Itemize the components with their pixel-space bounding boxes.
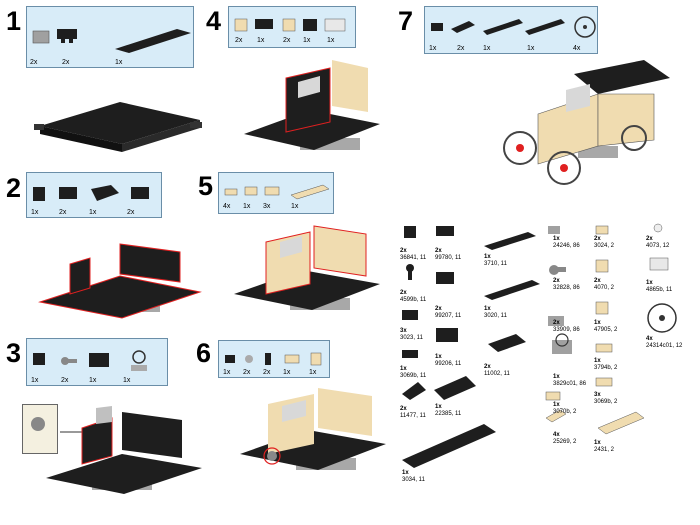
part-qty: 2x — [127, 209, 135, 216]
part-qty: 1x — [31, 209, 39, 216]
parts-icons — [431, 16, 596, 38]
part-qty: 1x — [243, 203, 251, 210]
part-qty: 2x — [243, 369, 251, 376]
part-qty: 1x — [31, 377, 39, 384]
step-number: 2 — [6, 173, 22, 203]
step-number: 6 — [196, 338, 212, 368]
parts-icons — [225, 352, 322, 366]
part-qty: 1x — [303, 37, 311, 44]
parts-callout: 4x 1x 3x 1x — [218, 172, 334, 214]
part-qty: 1x — [223, 369, 231, 376]
build-model-step-4 — [244, 60, 380, 150]
part-qty: 3x — [263, 203, 271, 210]
parts-callout: 1x 2x 2x 1x 1x — [218, 340, 330, 378]
part-qty: 4x — [573, 45, 581, 52]
step-number: 5 — [198, 171, 214, 201]
part-qty: 1x — [115, 59, 123, 66]
step-number: 1 — [6, 6, 22, 36]
part-qty: 1x — [327, 37, 335, 44]
part-qty: 1x — [89, 209, 97, 216]
parts-callout: 1x 2x 1x 2x — [26, 172, 162, 218]
step-number: 3 — [6, 338, 22, 368]
part-qty: 2x — [283, 37, 291, 44]
parts-icons — [234, 18, 346, 32]
inventory-part-icons — [402, 223, 677, 468]
parts-callout: 1x 2x 1x 1x — [26, 338, 168, 386]
part-grey-plate-icon — [32, 29, 191, 53]
parts-icons — [224, 184, 330, 200]
build-model-step-5 — [234, 225, 380, 310]
part-qty: 2x — [263, 369, 271, 376]
parts-icons — [33, 185, 149, 201]
build-model-step-1 — [34, 102, 202, 152]
part-qty: 2x — [235, 37, 243, 44]
build-model-step-7-finished-car — [503, 60, 670, 185]
part-qty: 1x — [527, 45, 535, 52]
part-qty: 1x — [89, 377, 97, 384]
parts-callout: 2x 1x 2x 1x 1x — [228, 6, 356, 48]
build-model-step-2 — [38, 243, 202, 319]
part-qty: 2x — [61, 377, 69, 384]
part-qty: 4x — [223, 203, 231, 210]
part-qty: 1x — [123, 377, 131, 384]
part-qty: 1x — [283, 369, 291, 376]
part-qty: 2x — [59, 209, 67, 216]
part-qty: 1x — [291, 203, 299, 210]
part-qty: 1x — [257, 37, 265, 44]
part-qty: 2x — [30, 59, 38, 66]
part-qty: 2x — [457, 45, 465, 52]
parts-callout: 2x 2x 1x — [26, 6, 194, 68]
parts-icons — [33, 350, 147, 371]
build-model-step-6 — [240, 388, 386, 470]
step-number: 4 — [206, 6, 222, 36]
build-model-step-3 — [31, 406, 202, 494]
part-qty: 1x — [309, 369, 317, 376]
step-number: 7 — [398, 6, 414, 36]
part-qty: 1x — [429, 45, 437, 52]
parts-callout: 1x 2x 1x 1x 4x — [424, 6, 598, 54]
part-qty: 1x — [483, 45, 491, 52]
part-qty: 2x — [62, 59, 70, 66]
